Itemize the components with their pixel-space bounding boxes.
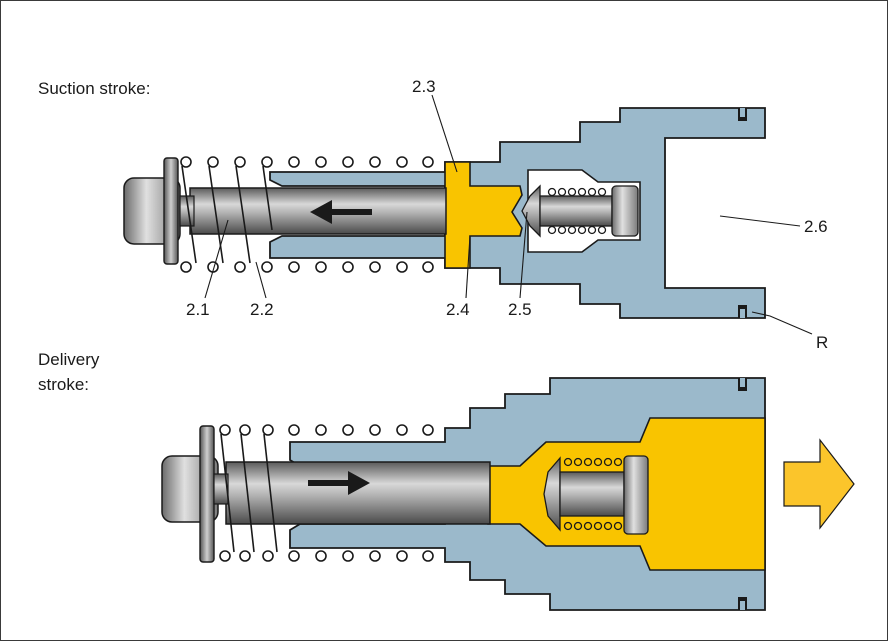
arrow-right-icon xyxy=(308,471,370,495)
arrow-left-icon xyxy=(310,200,372,224)
suction-caption: Suction stroke: xyxy=(38,79,150,98)
suction-flange xyxy=(163,157,179,265)
block-arrow-right-icon xyxy=(783,438,855,530)
label-2-6: 2.6 xyxy=(804,217,828,236)
suction-return-spring xyxy=(180,156,434,273)
delivery-valve-cone xyxy=(543,456,561,532)
suction-fluid-chamber xyxy=(444,161,523,269)
label-2-3: 2.3 xyxy=(412,77,436,96)
delivery-return-spring xyxy=(219,424,434,562)
label-2-1: 2.1 xyxy=(186,300,210,319)
delivery-plunger-rod xyxy=(225,461,491,525)
suction-stroke-assembly xyxy=(123,94,813,335)
label-r: R xyxy=(816,333,828,352)
label-2-4: 2.4 xyxy=(446,300,470,319)
suction-valve-spring xyxy=(547,187,607,235)
delivery-caption-line2: stroke: xyxy=(38,375,89,394)
suction-valve-stem xyxy=(539,195,613,227)
delivery-valve-spring xyxy=(563,457,623,531)
label-2-2: 2.2 xyxy=(250,300,274,319)
delivery-caption-line1: Delivery xyxy=(38,350,100,369)
suction-leader-lines xyxy=(204,94,813,335)
delivery-stroke-assembly xyxy=(161,377,855,611)
delivery-flange xyxy=(199,425,215,563)
suction-valve-head xyxy=(611,185,639,237)
delivery-valve-head xyxy=(623,455,649,535)
delivery-valve-stem xyxy=(559,471,625,517)
suction-housing xyxy=(269,107,766,319)
label-2-5: 2.5 xyxy=(508,300,532,319)
